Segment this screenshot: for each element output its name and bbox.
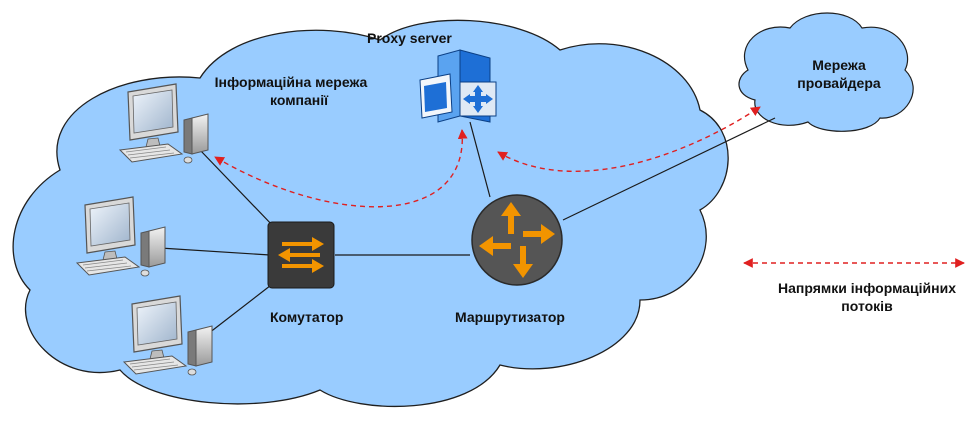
provider-network-label: Мережа провайдера	[784, 56, 894, 92]
legend-label-line1: Напрямки інформаційних	[778, 280, 956, 296]
company-network-label-line1: Інформаційна мережа	[214, 74, 368, 90]
router-label: Маршрутизатор	[455, 309, 565, 325]
provider-network-label-line1: Мережа	[812, 57, 866, 73]
router-icon	[471, 194, 563, 286]
legend-label: Напрямки інформаційних потоків	[756, 279, 978, 315]
provider-network-label-line2: провайдера	[797, 75, 881, 91]
switch-icon	[267, 221, 335, 289]
information-flow-arrows	[214, 106, 965, 268]
company-network-label-line2: компанії	[270, 92, 329, 108]
proxy-server-icon	[419, 49, 497, 123]
legend-label-line2: потоків	[841, 298, 893, 314]
proxy-server-label: Proxy server	[367, 30, 452, 46]
switch-label: Комутатор	[270, 309, 344, 325]
company-network-label: Інформаційна мережа компанії	[208, 73, 374, 109]
